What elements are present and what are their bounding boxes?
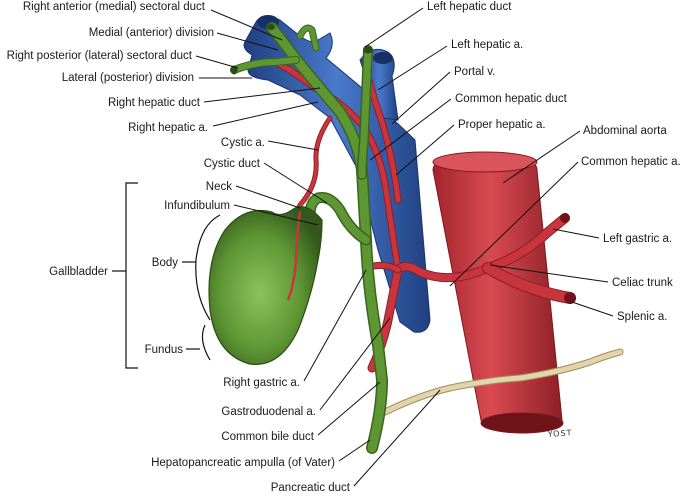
- label-common-hepatic-duct: Common hepatic duct: [455, 93, 568, 105]
- label-right-hepatic-duct: Right hepatic duct: [108, 97, 201, 109]
- label-common-bile-duct: Common bile duct: [221, 431, 314, 443]
- label-hepatopancreatic-ampulla: Hepatopancreatic ampulla (of Vater): [151, 457, 335, 469]
- label-common-hepatic-artery: Common hepatic a.: [581, 156, 681, 168]
- label-right-hepatic-artery: Right hepatic a.: [128, 122, 208, 134]
- label-abdominal-aorta: Abdominal aorta: [583, 125, 667, 137]
- label-splenic-artery: Splenic a.: [617, 311, 668, 323]
- leader-lines: [195, 7, 614, 487]
- label-neck: Neck: [206, 181, 232, 193]
- abdominal-aorta-shape: [432, 151, 564, 434]
- label-cystic-artery: Cystic a.: [221, 137, 265, 149]
- label-gallbladder: Gallbladder: [49, 266, 108, 278]
- label-left-gastric-artery: Left gastric a.: [603, 233, 672, 245]
- label-right-posterior-sectoral-duct: Right posterior (lateral) sectoral duct: [7, 50, 193, 62]
- label-infundibulum: Infundibulum: [164, 200, 230, 212]
- label-right-gastric-artery: Right gastric a.: [223, 377, 300, 389]
- label-proper-hepatic-artery: Proper hepatic a.: [458, 119, 546, 131]
- label-gastroduodenal-artery: Gastroduodenal a.: [221, 406, 316, 418]
- label-cystic-duct: Cystic duct: [204, 158, 261, 170]
- label-body: Body: [152, 257, 178, 269]
- bile-ducts-shape: [230, 22, 388, 454]
- label-left-hepatic-duct: Left hepatic duct: [427, 1, 512, 13]
- label-left-hepatic-artery: Left hepatic a.: [451, 39, 523, 51]
- label-right-anterior-sectoral-duct: Right anterior (medial) sectoral duct: [23, 1, 206, 13]
- gallbladder-shape: [208, 206, 323, 365]
- label-fundus: Fundus: [145, 344, 184, 356]
- gallbladder-brackets: [112, 182, 221, 369]
- label-portal-vein: Portal v.: [454, 66, 495, 78]
- label-medial-division: Medial (anterior) division: [89, 27, 214, 39]
- label-pancreatic-duct: Pancreatic duct: [271, 482, 351, 494]
- label-lateral-division: Lateral (posterior) division: [62, 72, 194, 84]
- label-celiac-trunk: Celiac trunk: [612, 277, 673, 289]
- artist-signature: YOST: [547, 428, 573, 439]
- labels: Right anterior (medial) sectoral duct Me…: [7, 1, 681, 494]
